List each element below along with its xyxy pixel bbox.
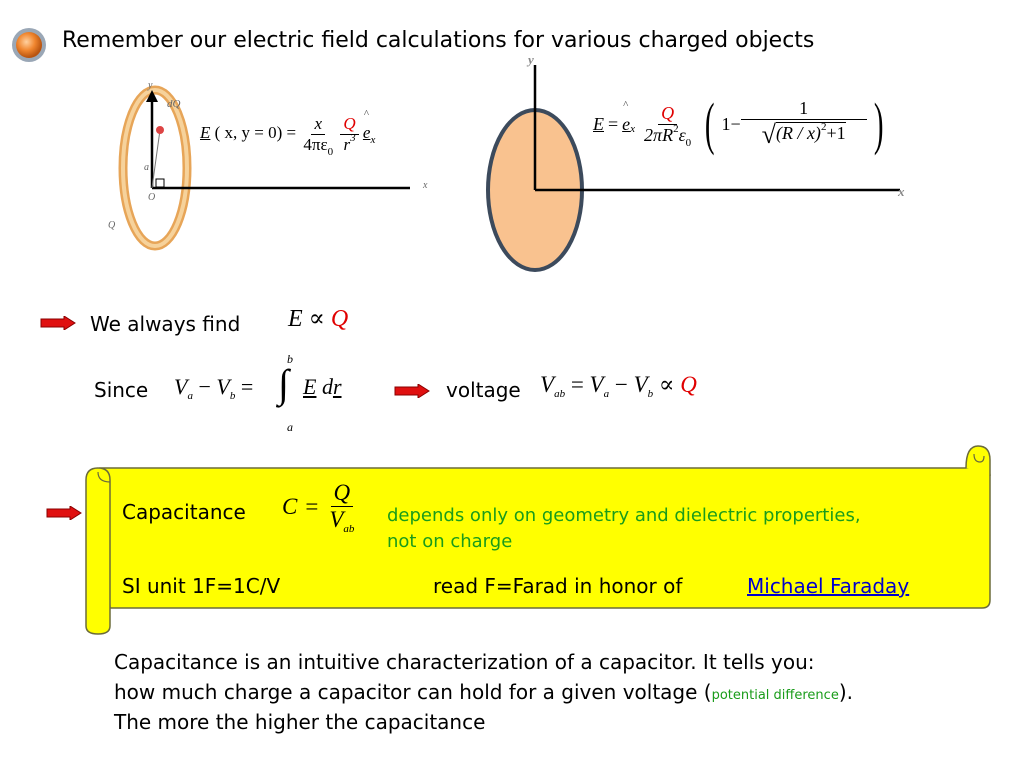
- red-arrow-icon: [40, 316, 76, 330]
- ring-formula-e: E: [200, 122, 211, 142]
- ring-q-label: Q: [108, 220, 116, 231]
- capacitance-q: Q: [330, 480, 354, 508]
- bullet-orb-icon: [12, 28, 46, 62]
- disk-formula-eps: ε: [678, 124, 686, 145]
- footer-potential-difference: potential difference: [711, 688, 839, 703]
- voltage-vb-sub: b: [647, 388, 654, 400]
- ring-x-label: x: [423, 180, 428, 191]
- ring-formula-unit: e: [363, 108, 371, 143]
- ring-a-label: a: [144, 162, 149, 173]
- since-d: d: [321, 374, 333, 399]
- voltage-va: V: [589, 372, 604, 397]
- ring-formula-r: r: [343, 134, 351, 154]
- red-arrow-icon: [46, 506, 82, 520]
- ring-formula-r-exp: 3: [350, 131, 356, 144]
- capacitance-scroll: [85, 445, 991, 635]
- voltage-eq: =: [570, 372, 584, 397]
- michael-faraday-link[interactable]: Michael Faraday: [747, 574, 910, 598]
- voltage-va-sub: a: [603, 388, 610, 400]
- since-e: E: [303, 374, 317, 399]
- disk-formula-eps-sub: 0: [685, 136, 692, 149]
- ring-origin-label: O: [148, 192, 156, 203]
- disk-formula-q: Q: [658, 103, 678, 125]
- since-label: Since: [94, 378, 149, 402]
- capacitance-v: V: [329, 507, 344, 533]
- since-int-upper: b: [287, 352, 293, 366]
- footer-line-2-post: ).: [838, 680, 853, 704]
- disk-formula-e: E: [593, 113, 604, 134]
- si-unit-text: SI unit 1F=1C/V: [122, 574, 281, 598]
- disk-formula-sqrt-exp: 2: [820, 120, 827, 133]
- capacitance-formula: C = Q Vab: [282, 480, 357, 536]
- disk-field-formula: E = ex Q 2πR2ε0 ( 1− 1 √(R / x)2+1 ): [593, 95, 888, 153]
- always-find-label: We always find: [90, 312, 241, 336]
- ring-formula-unit-sub: x: [370, 133, 376, 146]
- depends-line-2: not on charge: [387, 531, 513, 552]
- disk-formula-unit: e: [622, 99, 630, 135]
- disk-x-label: x: [898, 184, 905, 199]
- depends-line-1: depends only on geometry and dielectric …: [387, 505, 861, 526]
- footer-line-3: The more the higher the capacitance: [114, 710, 486, 734]
- since-va-sub: a: [187, 390, 193, 402]
- ring-dq-label: dQ: [167, 98, 181, 110]
- slide-title: Remember our electric field calculations…: [62, 28, 815, 53]
- ring-formula-args: ( x, y = 0) =: [214, 122, 297, 142]
- voltage-vb: V: [633, 372, 648, 397]
- always-find-formula: E ∝ Q: [288, 304, 348, 333]
- disk-formula-eq: =: [608, 113, 619, 134]
- always-q: Q: [330, 306, 349, 332]
- voltage-formula: Vab = Va − Vb ∝ Q: [540, 372, 697, 400]
- since-integrand: E dr: [303, 374, 342, 400]
- footer-line-2: how much charge a capacitor can hold for…: [114, 680, 853, 704]
- footer-line-2-pre: how much charge a capacitor can hold for…: [114, 680, 712, 704]
- disk-y-label: y: [528, 52, 534, 67]
- capacitance-c: C: [282, 493, 298, 519]
- voltage-v-sub: ab: [554, 388, 566, 400]
- ring-formula-q: Q: [340, 114, 359, 135]
- disk-formula-minus: 1−: [721, 113, 741, 134]
- ring-y-label: y: [148, 80, 153, 91]
- since-eq: =: [240, 374, 254, 399]
- disk-formula-plus-one: +1: [826, 122, 846, 143]
- disk-formula-den: 2πR: [644, 124, 674, 145]
- voltage-q: Q: [680, 372, 697, 397]
- since-formula: Va − Vb =: [174, 374, 254, 402]
- disk-formula-den-exp: 2: [673, 122, 679, 135]
- capacitance-eq: =: [305, 493, 319, 519]
- always-e: E: [288, 306, 303, 332]
- since-integral: ∫: [278, 361, 289, 406]
- voltage-v: V: [540, 372, 555, 397]
- since-va: V: [174, 374, 188, 399]
- ring-formula-den-sub: 0: [327, 145, 334, 158]
- disk-formula-unit-sub: x: [630, 123, 636, 135]
- voltage-label: voltage: [446, 378, 521, 402]
- since-int-lower: a: [287, 420, 293, 434]
- disk-formula-one: 1: [740, 98, 867, 120]
- since-r: r: [332, 374, 342, 399]
- since-minus: −: [198, 374, 211, 399]
- since-vb-sub: b: [229, 390, 236, 402]
- ring-formula-den: 4πε: [303, 134, 328, 154]
- since-vb: V: [216, 374, 230, 399]
- always-prop: ∝: [308, 306, 325, 332]
- red-arrow-icon: [394, 384, 430, 398]
- disk-diagram: [486, 65, 900, 272]
- ring-diagram: [118, 85, 410, 251]
- farad-text: read F=Farad in honor of: [433, 574, 683, 598]
- ring-field-formula: E ( x, y = 0) = x 4πε0 Q r3 ex: [200, 108, 376, 158]
- ring-formula-num: x: [311, 114, 326, 135]
- capacitance-label: Capacitance: [122, 500, 246, 524]
- voltage-minus: −: [614, 372, 628, 397]
- footer-line-1: Capacitance is an intuitive characteriza…: [114, 650, 815, 674]
- capacitance-v-sub: ab: [343, 523, 355, 536]
- voltage-prop: ∝: [658, 372, 675, 397]
- disk-formula-sqrt-body: (R / x): [775, 122, 821, 143]
